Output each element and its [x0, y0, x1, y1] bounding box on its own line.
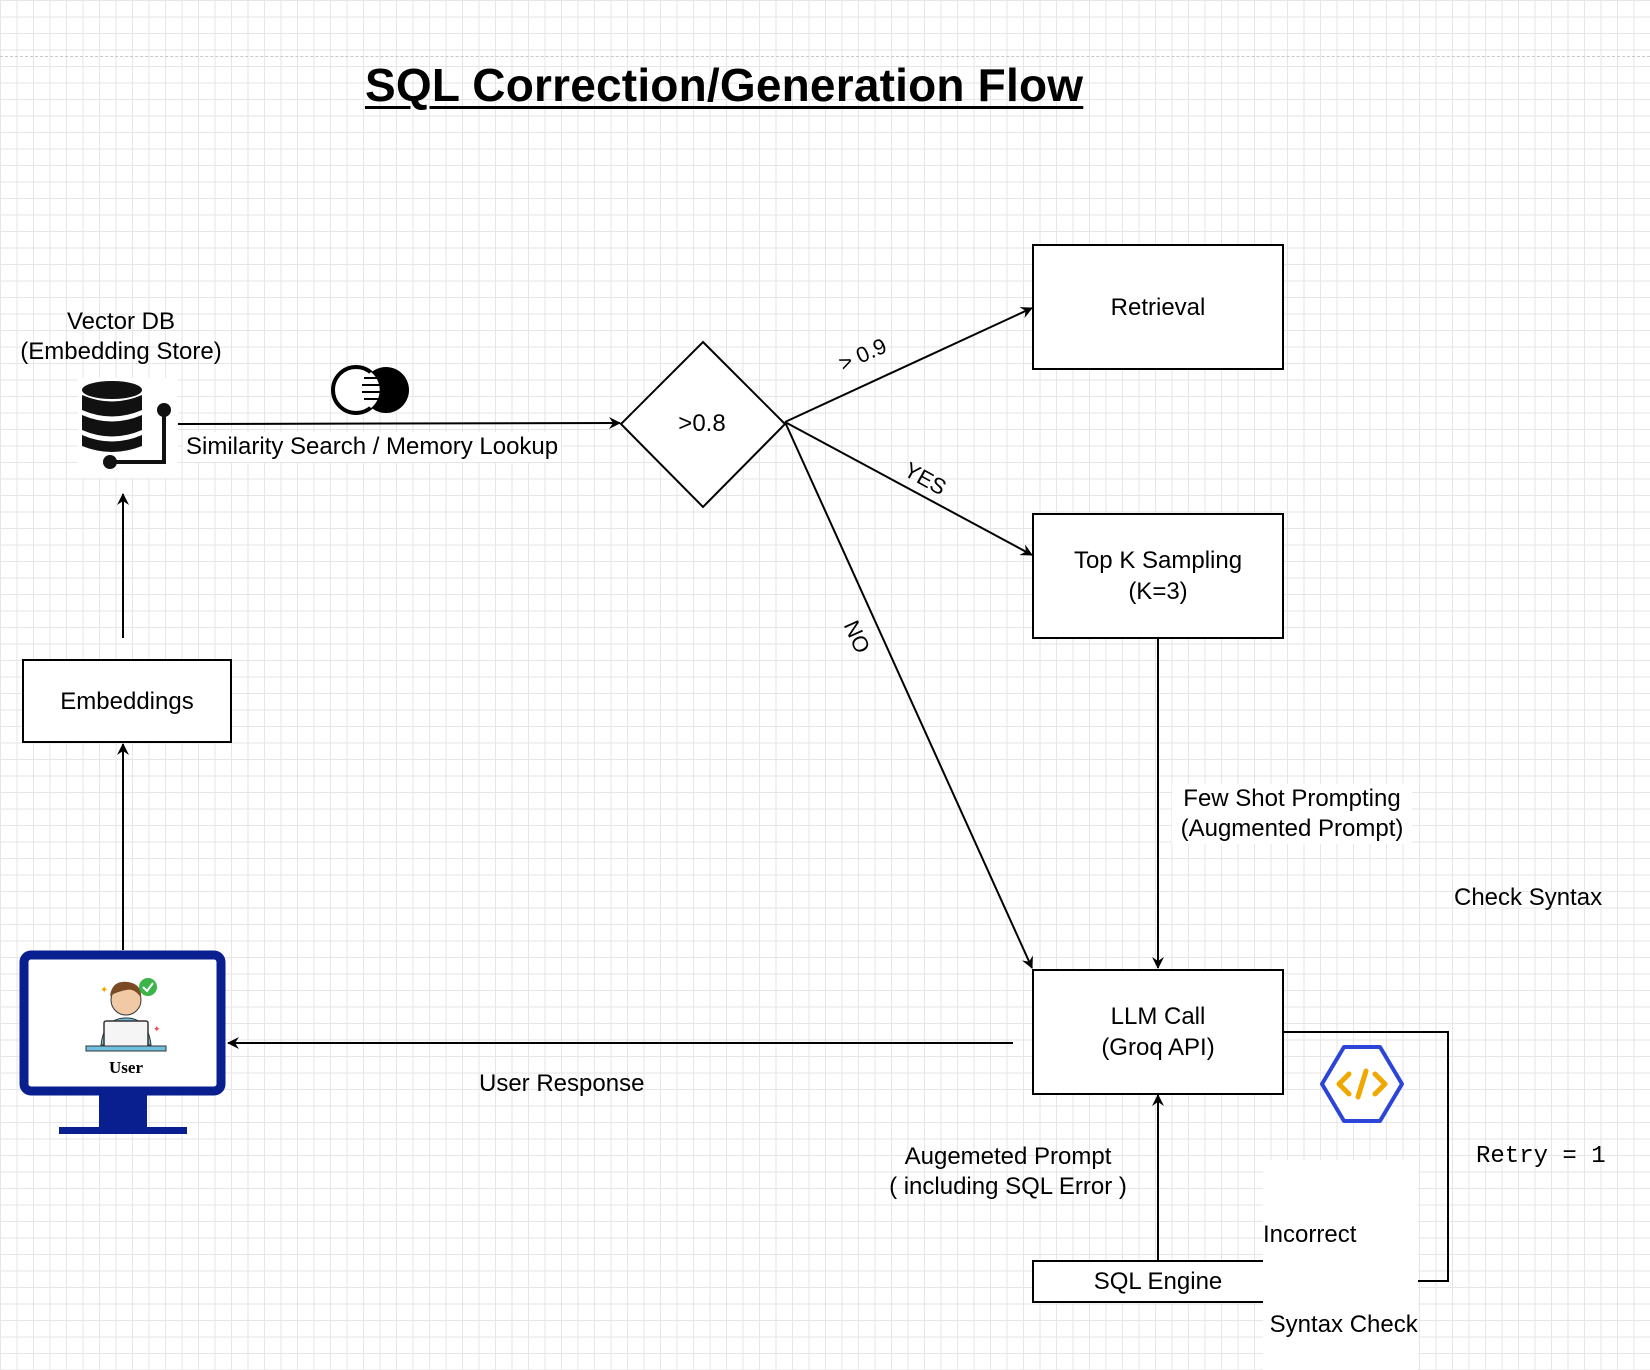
vector-db-label: Vector DB (Embedding Store) — [8, 307, 234, 367]
decision-diamond — [619, 340, 787, 509]
overlap-circles-icon — [331, 365, 409, 415]
svg-text:✦: ✦ — [153, 1024, 161, 1034]
user-response-label: User Response — [479, 1070, 645, 1097]
retry-label: Retry = 1 — [1476, 1143, 1606, 1170]
llm-call-box: LLM Call (Groq API) — [1032, 969, 1284, 1095]
database-icon — [78, 378, 178, 478]
incorrect-line1: Incorrect — [1263, 1221, 1357, 1248]
augmented-prompt-label: Augemeted Prompt ( including SQL Error ) — [880, 1142, 1136, 1202]
embeddings-box: Embeddings — [22, 659, 232, 743]
vector-db-label-line1: Vector DB — [66, 308, 176, 335]
few-shot-prompting-label: Few Shot Prompting (Augmented Prompt) — [1172, 784, 1412, 844]
top-k-sampling-box: Top K Sampling (K=3) — [1032, 513, 1284, 639]
incorrect-syntax-label: Incorrect Syntax Check — [1263, 1160, 1418, 1370]
vector-db-label-line2: (Embedding Store) — [20, 338, 222, 365]
user-label: User — [109, 1058, 143, 1077]
retrieval-label: Retrieval — [1110, 293, 1206, 321]
sql-engine-label: SQL Engine — [1093, 1268, 1223, 1295]
llm-call-label-line2: (Groq API) — [1101, 1034, 1215, 1061]
augmented-line2: ( including SQL Error ) — [889, 1173, 1127, 1200]
edge-decision-to-llm — [784, 421, 1033, 969]
user-monitor-icon: ✦ ✦ — [19, 950, 226, 1134]
similarity-search-label: Similarity Search / Memory Lookup — [183, 432, 562, 462]
edge-vectordb-to-decision — [177, 417, 621, 430]
embeddings-label: Embeddings — [60, 687, 194, 715]
augmented-line1: Augemeted Prompt — [904, 1143, 1112, 1170]
check-syntax-label: Check Syntax — [1454, 884, 1603, 911]
few-shot-line2: (Augmented Prompt) — [1180, 815, 1404, 842]
incorrect-line2: Syntax Check — [1263, 1311, 1418, 1338]
top-dashed-rule — [0, 56, 1650, 57]
code-icon — [1320, 1045, 1404, 1123]
top-k-label-line2: (K=3) — [1128, 578, 1188, 605]
svg-text:✦: ✦ — [100, 985, 108, 996]
decision-label: >0.8 — [678, 410, 726, 437]
sql-engine-box: SQL Engine — [1032, 1260, 1284, 1303]
edge-decision-to-retrieval — [784, 307, 1033, 423]
edge-decision-to-topk — [784, 421, 1033, 556]
few-shot-line1: Few Shot Prompting — [1183, 785, 1401, 812]
retrieval-box: Retrieval — [1032, 244, 1284, 370]
diagram-title: SQL Correction/Generation Flow — [365, 59, 1084, 111]
llm-call-label-line1: LLM Call — [1110, 1003, 1206, 1030]
top-k-label-line1: Top K Sampling — [1073, 547, 1243, 574]
